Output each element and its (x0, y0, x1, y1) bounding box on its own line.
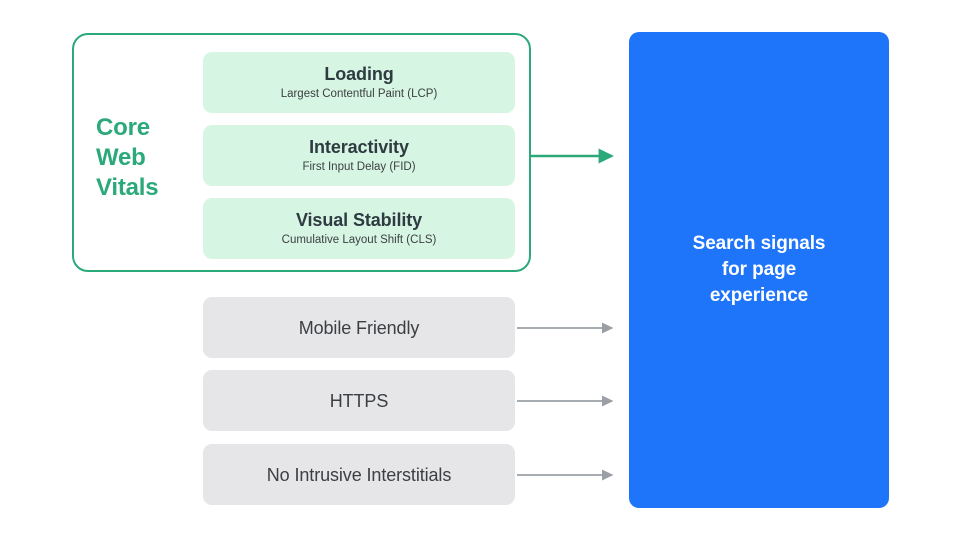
outcome-panel-search-signals[interactable]: Search signals for page experience (629, 32, 889, 508)
metric-subtitle: Cumulative Layout Shift (CLS) (281, 234, 437, 246)
metric-title: Interactivity (309, 137, 409, 157)
metric-box-visual-stability[interactable]: Visual Stability Cumulative Layout Shift… (203, 198, 515, 259)
signal-label: HTTPS (329, 390, 389, 411)
signal-label: Mobile Friendly (298, 317, 420, 338)
core-web-vitals-label: Core Web Vitals (96, 113, 192, 203)
outcome-panel-text: Search signals for page experience (675, 231, 844, 309)
metric-box-loading[interactable]: Loading Largest Contentful Paint (LCP) (203, 52, 515, 113)
metric-subtitle: First Input Delay (FID) (302, 161, 416, 173)
core-web-vitals-label-line2: Web (96, 144, 146, 171)
core-web-vitals-label-line1: Core (96, 114, 150, 141)
outcome-line2: for page (721, 259, 797, 280)
signal-box-no-intrusive-interstitials[interactable]: No Intrusive Interstitials (203, 444, 515, 505)
metric-box-interactivity[interactable]: Interactivity First Input Delay (FID) (203, 125, 515, 186)
signal-box-mobile-friendly[interactable]: Mobile Friendly (203, 297, 515, 358)
metric-title: Visual Stability (295, 210, 423, 230)
core-web-vitals-label-line3: Vitals (96, 174, 159, 201)
signal-label: No Intrusive Interstitials (266, 464, 452, 485)
outcome-line1: Search signals (692, 233, 826, 254)
metric-title: Loading (324, 64, 394, 84)
metric-subtitle: Largest Contentful Paint (LCP) (280, 88, 438, 100)
signal-box-https[interactable]: HTTPS (203, 370, 515, 431)
outcome-line3: experience (709, 285, 809, 306)
